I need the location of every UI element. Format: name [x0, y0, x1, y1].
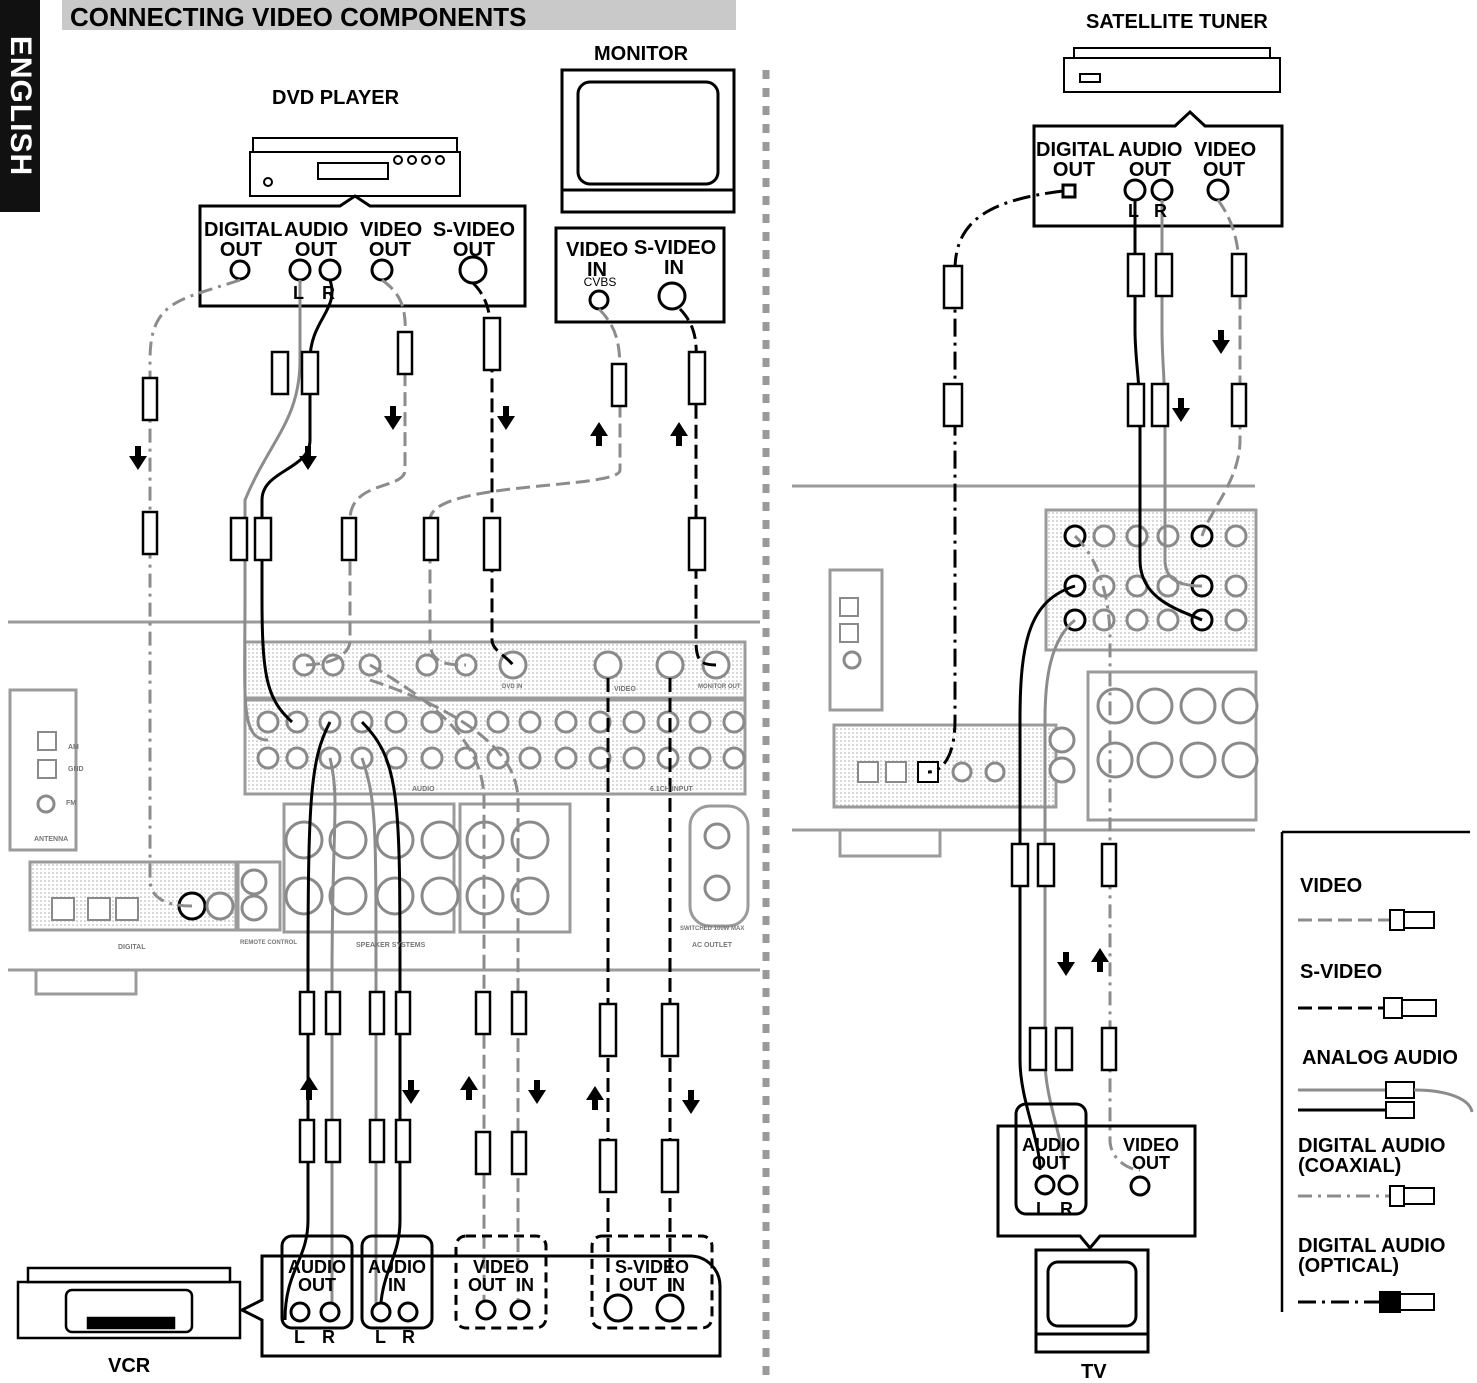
- receiver-right-jacks: [842, 524, 1259, 784]
- monitor-label: MONITOR: [594, 43, 689, 65]
- cable-vcr-video-out: [369, 663, 486, 1320]
- dvd-jacks: [229, 255, 488, 285]
- digital-label: DIGITAL: [118, 944, 146, 951]
- am-label: AM: [68, 744, 79, 751]
- cable-sat-audio-l: [1133, 200, 1203, 622]
- legend-video-label: VIDEO: [1300, 875, 1363, 897]
- monitor-out-label: MONITOR OUT: [698, 684, 741, 690]
- satellite-tuner-label: SATELLITE TUNER: [1086, 11, 1268, 33]
- input-61ch-label: 6.1CH INPUT: [650, 786, 693, 793]
- vcr-icon: [16, 1266, 242, 1340]
- language-tab: ENGLISH: [0, 0, 40, 212]
- receiver-left: [8, 620, 760, 996]
- monitor-cvbs-label: CVBS: [583, 275, 617, 289]
- vcr-label: VCR: [108, 1355, 151, 1377]
- speaker-systems-label: SPEAKER SYSTEMS: [356, 942, 426, 949]
- tv-icon: [1034, 1248, 1150, 1354]
- legend-digital-coaxial-label: DIGITAL AUDIO(COAXIAL): [1298, 1135, 1446, 1177]
- cable-monitor-svideo: [678, 307, 717, 667]
- cable-vcr-audio-out-r: [328, 757, 337, 1320]
- switched-label: SWITCHED 100W MAX: [680, 926, 745, 932]
- cable-monitor-video: [428, 307, 622, 667]
- vcr-panel: [238, 1234, 722, 1358]
- cable-tv-audio-r: [1043, 618, 1076, 1171]
- legend-box: [1280, 830, 1470, 1312]
- audio-section-label: AUDIO: [412, 786, 435, 793]
- cable-dvd-digital: [148, 278, 241, 908]
- dvd-left-label: L: [293, 283, 304, 303]
- antenna-label: ANTENNA: [34, 836, 69, 843]
- legend-analog-audio-label: ANALOG AUDIO: [1302, 1047, 1458, 1069]
- remote-control-label: REMOTE CONTROL: [240, 940, 297, 946]
- dvd-player-label: DVD PLAYER: [272, 87, 400, 109]
- receiver-left-jacks: [36, 650, 746, 922]
- page-title: CONNECTING VIDEO COMPONENTS: [70, 2, 527, 32]
- plug-connectors: [141, 252, 1248, 1194]
- cable-tv-audio-l: [1018, 584, 1076, 1171]
- cable-sat-optical: [927, 189, 1064, 774]
- video-section-label: VIDEO: [614, 686, 636, 693]
- ac-outlet-label: AC OUTLET: [692, 942, 733, 949]
- satellite-output-panel: [1032, 109, 1284, 228]
- receiver-left-optical: [37, 731, 139, 921]
- vcr-out-right-label: R: [322, 1327, 335, 1347]
- vcr-in-left-label: L: [375, 1327, 386, 1347]
- tv-panel: [996, 1102, 1197, 1251]
- tv-label: TV: [1081, 1361, 1107, 1383]
- dvd-player-icon: [249, 137, 461, 197]
- legend-samples: [1298, 909, 1474, 1313]
- vcr-out-left-label: L: [294, 1327, 305, 1347]
- dvd-in-label: DVD IN: [502, 684, 523, 690]
- vcr-jacks: [289, 1293, 685, 1323]
- cable-sat-video: [1200, 199, 1242, 537]
- receiver-right: [792, 484, 1258, 858]
- monitor-input-panel: [554, 226, 726, 324]
- fm-label: FM: [66, 800, 77, 807]
- legend-digital-optical-label: DIGITAL AUDIO(OPTICAL): [1298, 1235, 1446, 1277]
- cable-vcr-video-in: [369, 678, 520, 1320]
- tv-right-label: R: [1060, 1199, 1073, 1219]
- cable-tv-video: [1073, 534, 1141, 1172]
- satellite-tuner-icon: [1063, 47, 1281, 93]
- dvd-right-label: R: [322, 283, 335, 303]
- vcr-in-right-label: R: [402, 1327, 415, 1347]
- sat-left-label: L: [1128, 201, 1139, 221]
- sat-right-label: R: [1154, 201, 1167, 221]
- monitor-icon: [560, 68, 736, 214]
- dvd-output-panel: [198, 194, 527, 308]
- tv-left-label: L: [1036, 1199, 1047, 1219]
- cable-vcr-audio-out-l: [283, 721, 332, 1321]
- cable-dvd-audio-l: [243, 280, 302, 742]
- page-title-bar: CONNECTING VIDEO COMPONENTS: [62, 0, 736, 32]
- cable-dvd-audio-r: [260, 279, 334, 724]
- cable-vcr-audio-in-r: [360, 757, 378, 1320]
- gnd-label: GND: [68, 766, 84, 773]
- legend-svideo-label: S-VIDEO: [1300, 961, 1383, 983]
- cable-dvd-video: [303, 278, 407, 667]
- cable-vcr-audio-in-l: [360, 720, 402, 1321]
- direction-arrows: [129, 330, 1230, 1114]
